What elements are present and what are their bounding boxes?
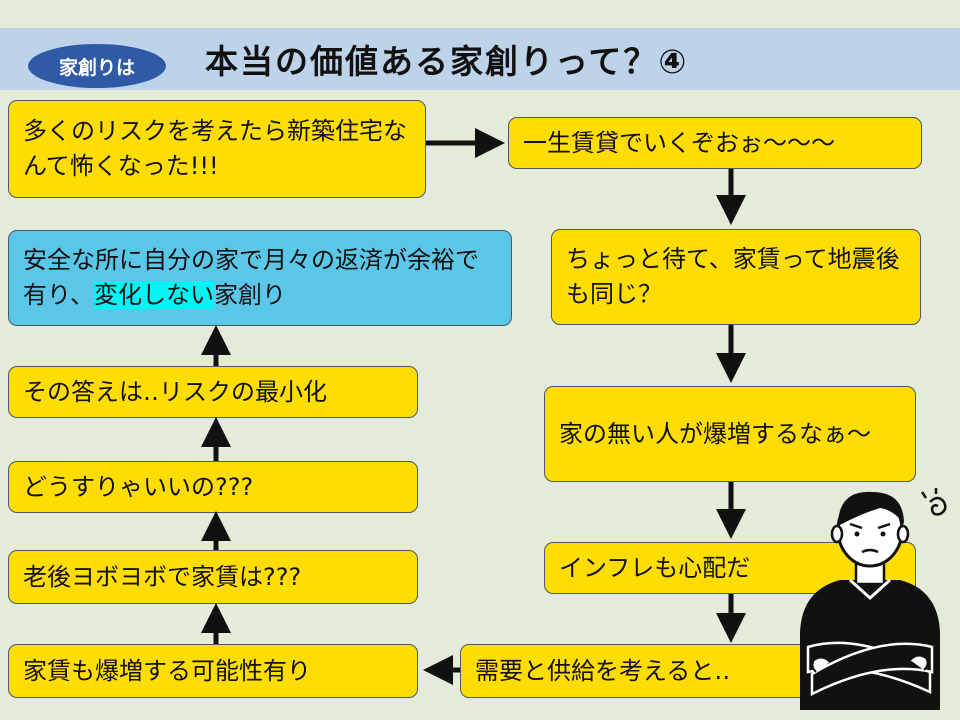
flow-box-11: 安全な所に自分の家で月々の返済が余裕で有り、変化しない家創り <box>8 230 512 326</box>
flow-box-4: 家の無い人が爆増するなぁ～ <box>544 386 916 482</box>
flow-box-5-text: インフレも心配だ <box>559 553 751 582</box>
flow-box-3: ちょっと待て、家賃って地震後も同じ？ <box>551 229 921 325</box>
worried-man-arms-crossed-icon <box>800 488 947 710</box>
flow-box-2-text: 一生賃貸でいくぞおぉ～～～ <box>523 128 835 157</box>
topic-badge: 家創りは <box>28 44 166 88</box>
flow-box-4-text: 家の無い人が爆増するなぁ～ <box>559 419 871 448</box>
flow-box-1: 多くのリスクを考えたら新築住宅なんて怖くなった!!! <box>8 100 426 198</box>
flow-box-9-text: どうすりゃいいの??? <box>23 472 254 501</box>
flow-box-6: 需要と供給を考えると‥ <box>460 644 816 698</box>
flow-box-10-text: その答えは‥リスクの最小化 <box>23 377 328 406</box>
flow-box-7: 家賃も爆増する可能性有り <box>8 644 418 698</box>
highlighted-phrase: 変化しない <box>94 281 215 309</box>
flow-box-11-text: 安全な所に自分の家で月々の返済が余裕で有り、変化しない家創り <box>23 243 497 313</box>
flow-box-2: 一生賃貸でいくぞおぉ～～～ <box>508 117 922 169</box>
flow-box-7-text: 家賃も爆増する可能性有り <box>23 656 311 685</box>
flow-box-10: その答えは‥リスクの最小化 <box>8 366 418 418</box>
flow-box-3-text: ちょっと待て、家賃って地震後も同じ？ <box>566 245 900 308</box>
flow-box-8: 老後ヨボヨボで家賃は??? <box>8 550 418 604</box>
flow-box-1-text: 多くのリスクを考えたら新築住宅なんて怖くなった!!! <box>23 117 407 180</box>
flow-box-11-text-after: 家創り <box>214 281 287 309</box>
flow-box-6-text: 需要と供給を考えると‥ <box>475 656 731 685</box>
flow-box-11-text-before: 安全な所に自分の家で月々の返済が余裕で有り、 <box>23 246 479 309</box>
flow-box-8-text: 老後ヨボヨボで家賃は??? <box>23 562 302 591</box>
page-title: 本当の価値ある家創りって？④ <box>205 42 689 81</box>
